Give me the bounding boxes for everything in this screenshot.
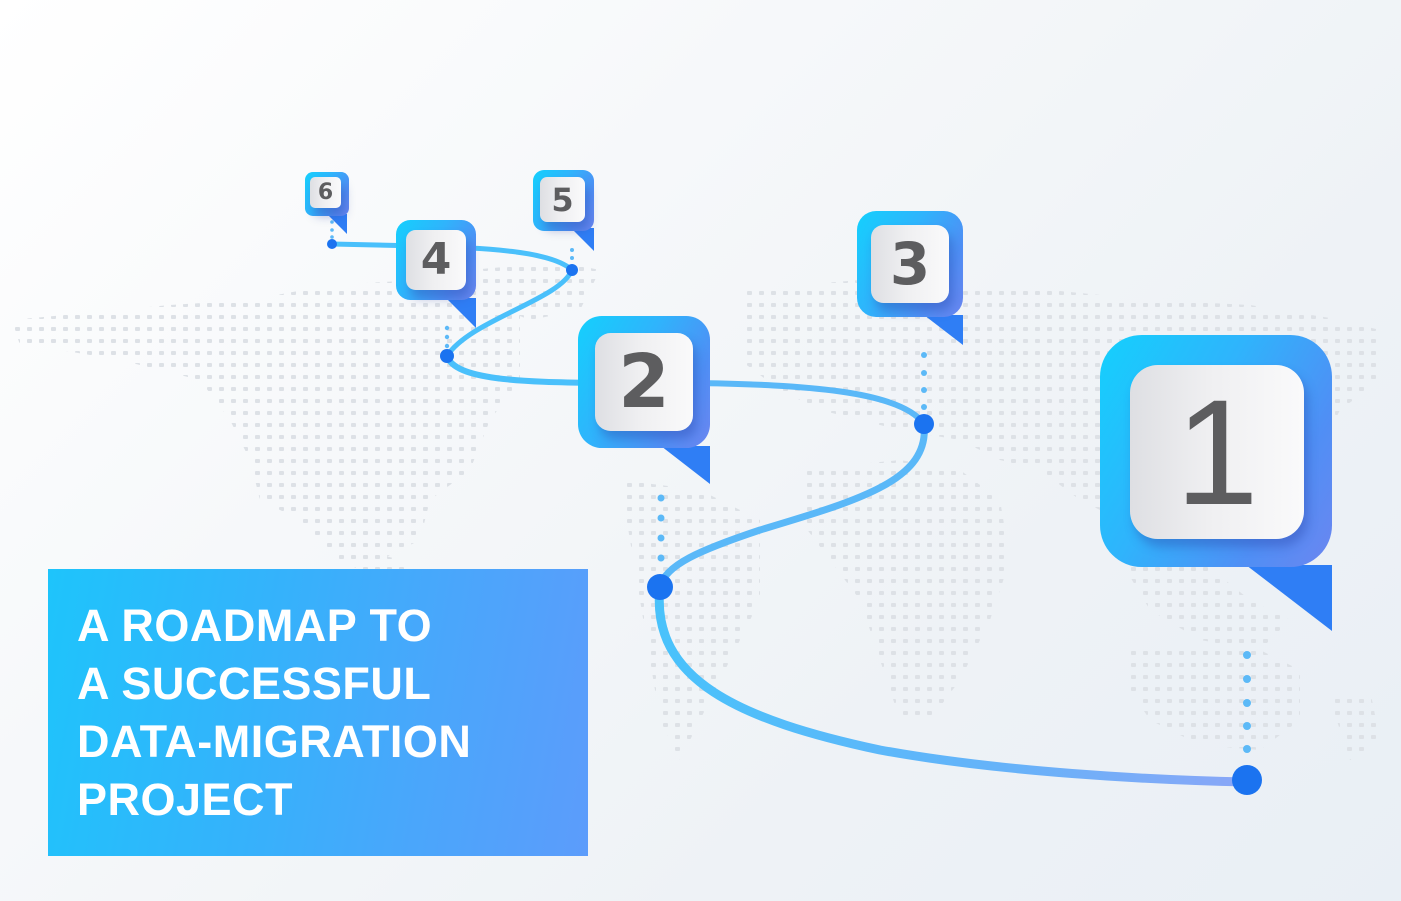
- pin-tail: [327, 214, 347, 234]
- pin-tail: [571, 228, 594, 251]
- map-pin-marker-6: 6: [305, 172, 349, 234]
- step-number: 6: [317, 179, 334, 205]
- title-line-2: A SUCCESSFUL: [77, 658, 432, 709]
- step-number: 2: [618, 339, 670, 425]
- step-number: 4: [420, 234, 452, 285]
- map-pin-marker-2: 2: [578, 316, 710, 484]
- step-number: 5: [551, 180, 574, 219]
- title-line-1: A ROADMAP TO: [77, 600, 433, 651]
- pin-card: 6: [310, 177, 341, 208]
- title-line-4: PROJECT: [77, 774, 294, 825]
- pin-card: 2: [595, 333, 693, 431]
- pin-card: 5: [540, 177, 585, 222]
- map-pin-marker-4: 4: [396, 220, 476, 328]
- pin-card: 4: [406, 230, 466, 290]
- pin-tail: [1246, 565, 1332, 631]
- title-line-3: DATA-MIGRATION: [77, 716, 472, 767]
- pin-card: 1: [1130, 365, 1304, 539]
- map-pin-marker-3: 3: [857, 211, 963, 345]
- pin-card: 3: [871, 225, 949, 303]
- step-number: 1: [1175, 368, 1259, 536]
- pin-tail: [661, 446, 710, 484]
- step-number: 3: [889, 230, 931, 298]
- map-pin-marker-1: 1: [1100, 335, 1332, 631]
- map-pin-marker-5: 5: [533, 170, 594, 251]
- title-banner: A ROADMAP TO A SUCCESSFUL DATA-MIGRATION…: [48, 569, 588, 856]
- pin-tail: [924, 315, 963, 345]
- pin-tail: [446, 298, 476, 328]
